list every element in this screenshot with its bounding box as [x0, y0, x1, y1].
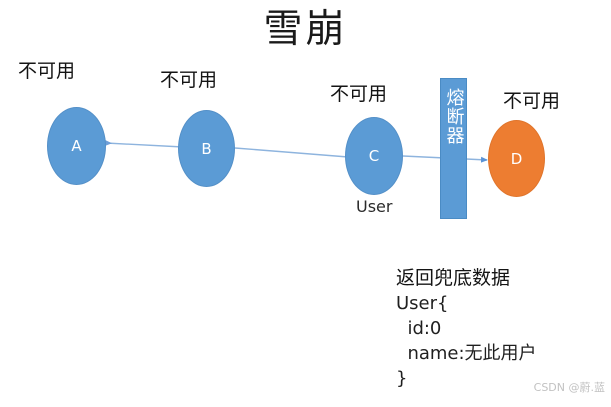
fallback-note-line-3: name:无此用户	[396, 343, 537, 364]
edge-b-to-a	[104, 139, 184, 148]
node-b-label: B	[201, 139, 212, 158]
node-d[interactable]: D	[488, 120, 545, 197]
status-label-a: 不可用	[18, 60, 76, 82]
circuit-breaker-label: 熔断器	[443, 88, 465, 145]
node-c-sub-label: User	[356, 197, 393, 216]
edge-c-to-b	[234, 147, 349, 158]
node-b[interactable]: B	[178, 110, 235, 187]
node-d-label: D	[510, 149, 523, 168]
watermark: CSDN @蔚.蓝	[533, 381, 605, 394]
fallback-note-heading: 返回兜底数据	[396, 267, 511, 289]
node-a[interactable]: A	[47, 107, 106, 185]
status-label-d: 不可用	[503, 90, 561, 112]
status-label-c: 不可用	[330, 83, 388, 105]
page-title: 雪崩	[263, 7, 348, 52]
node-c-label: C	[368, 147, 380, 165]
status-label-b: 不可用	[160, 69, 218, 91]
fallback-note: 返回兜底数据 User{ id:0 name:无此用户 }	[396, 265, 611, 391]
fallback-note-line-1: User{	[396, 293, 449, 314]
fallback-note-line-2: id:0	[396, 318, 442, 339]
circuit-breaker-bar[interactable]: 熔断器	[440, 78, 467, 219]
node-c[interactable]: C	[345, 117, 403, 195]
node-a-label: A	[71, 137, 82, 155]
fallback-note-line-4: }	[396, 368, 408, 389]
